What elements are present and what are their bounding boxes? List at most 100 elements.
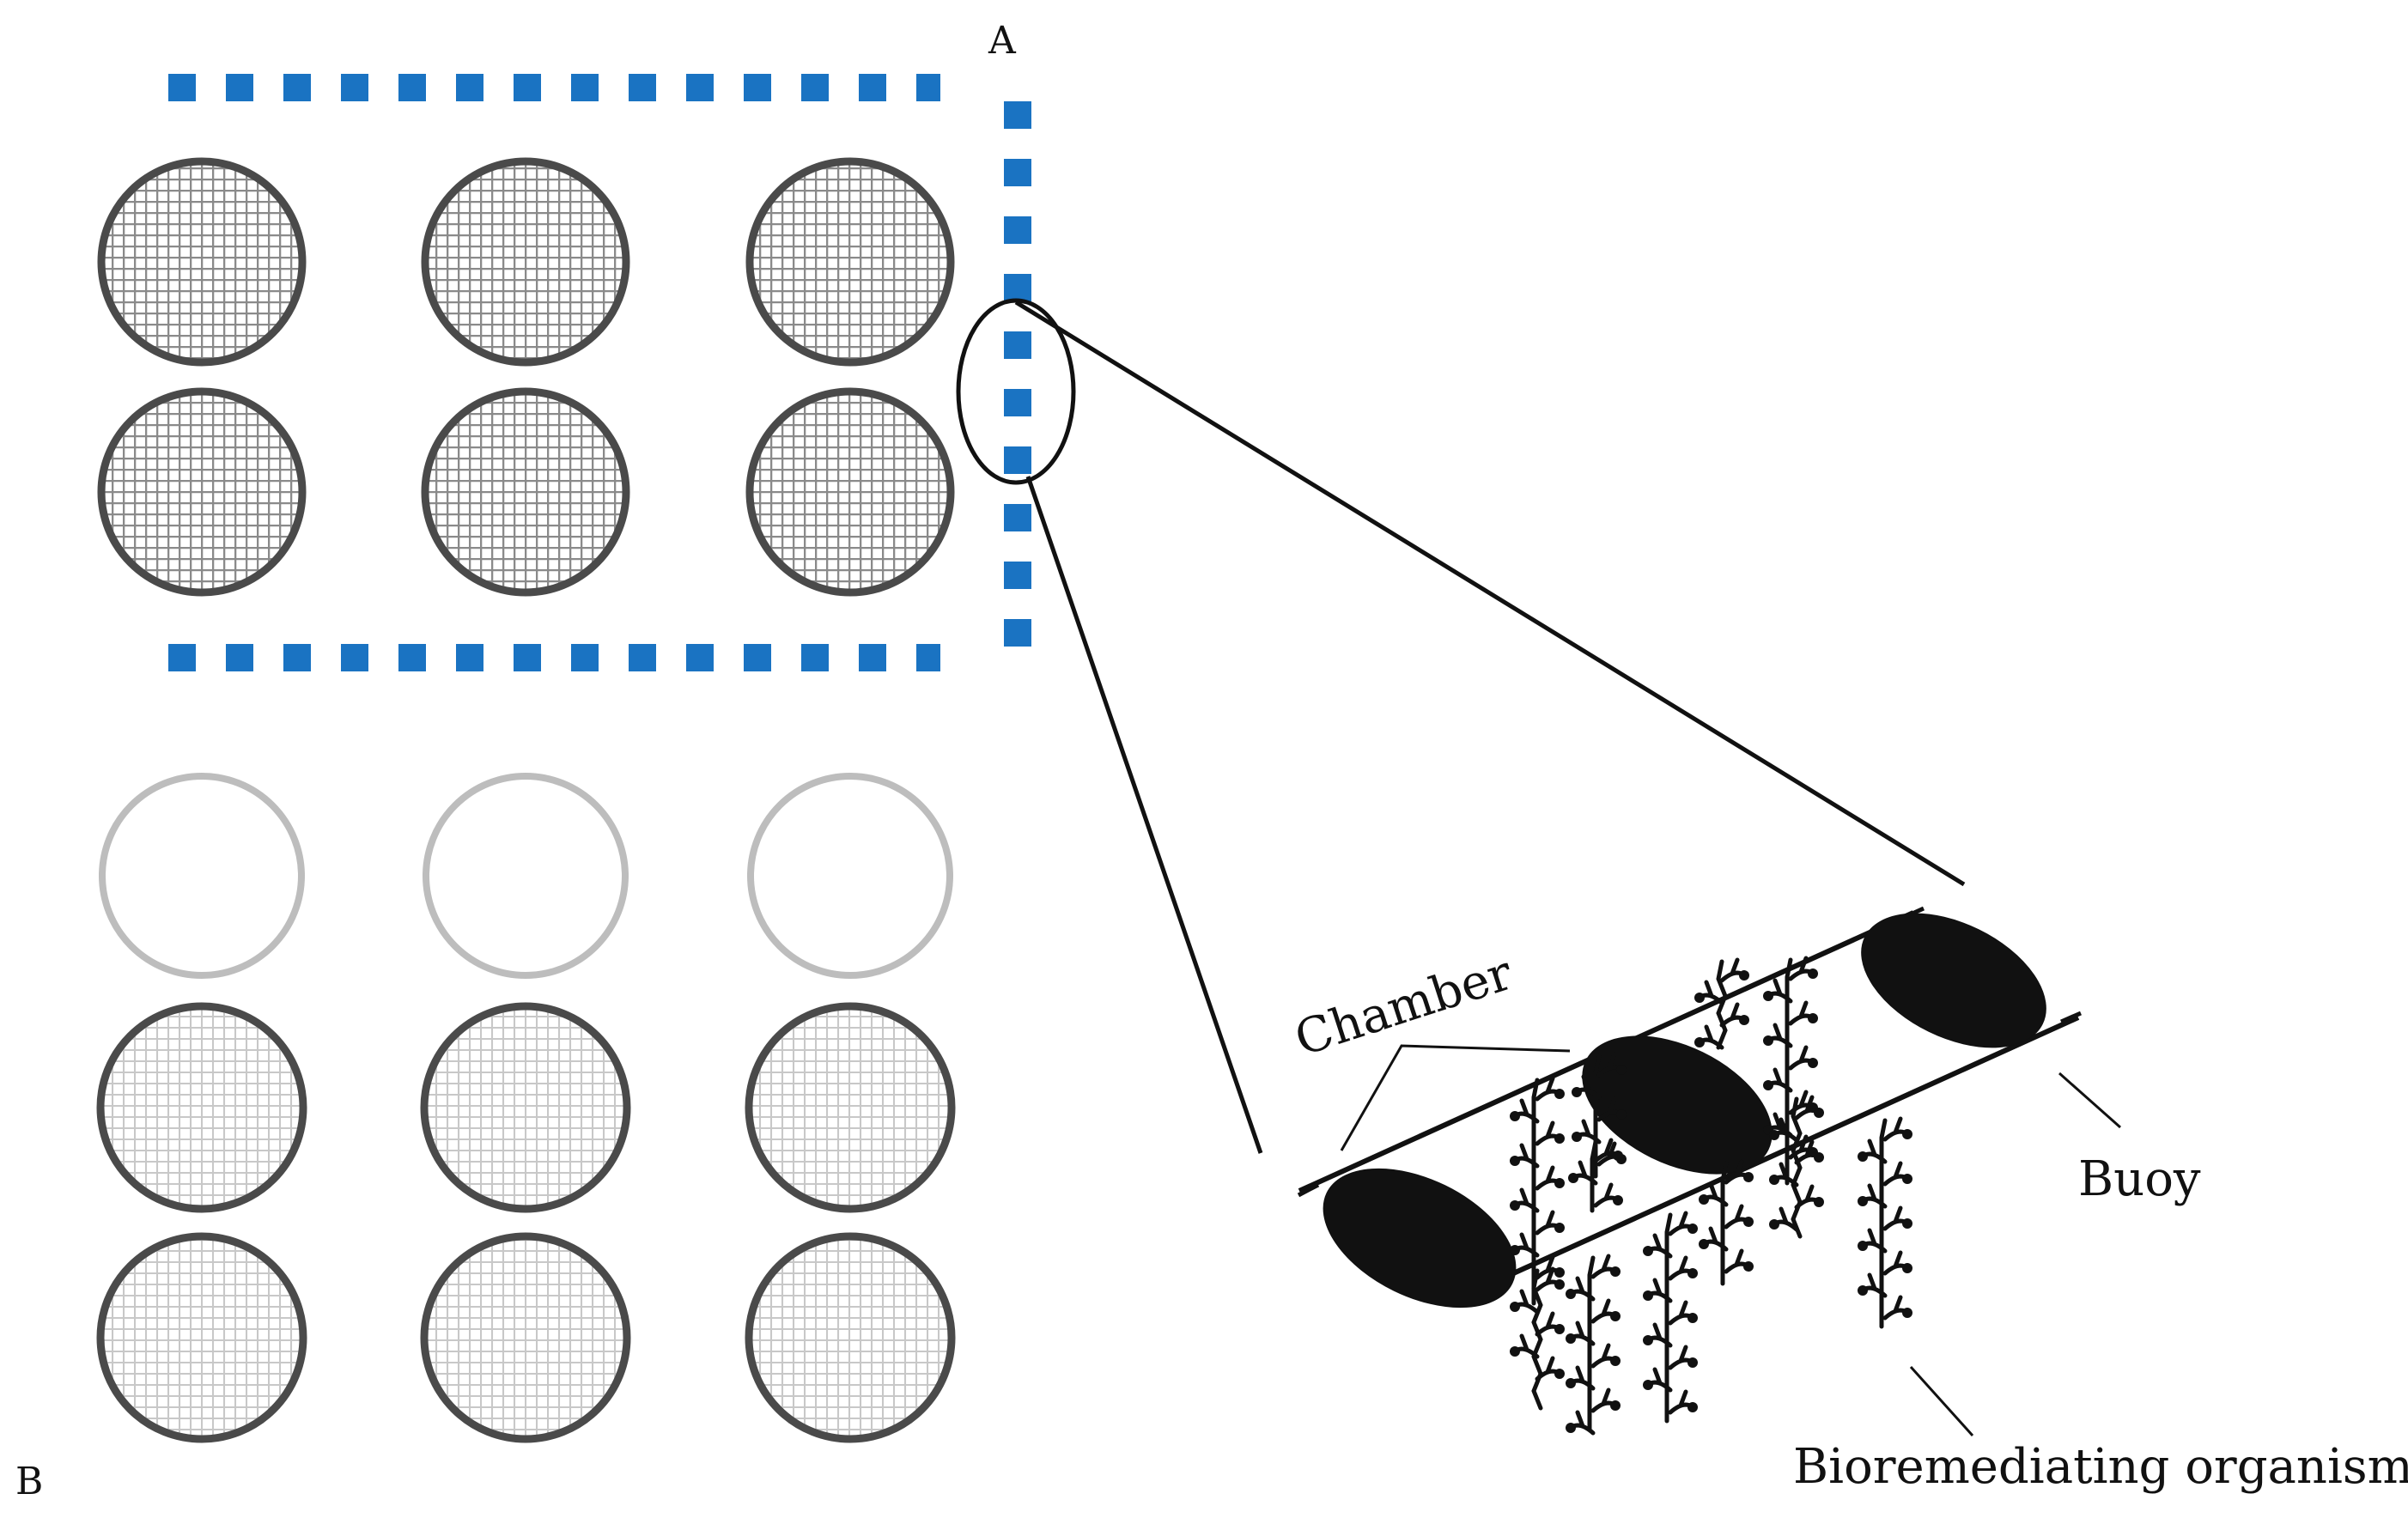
- boom-enclosure: [168, 74, 1031, 671]
- organism-bud: [1566, 1333, 1576, 1344]
- organism-bud: [1554, 1223, 1565, 1233]
- organism-bud: [1743, 1261, 1754, 1272]
- organism-bud: [1687, 1402, 1698, 1412]
- organism-stem: [1531, 1268, 1543, 1411]
- organism-bud: [1510, 1111, 1520, 1121]
- organisms-leader: [1909, 1365, 1974, 1437]
- organism-bud: [1808, 1013, 1818, 1023]
- organism-bud: [1572, 1132, 1582, 1142]
- organism-bud: [1769, 1130, 1779, 1140]
- panel-label-b: B: [15, 1460, 43, 1503]
- organism-stem: [1590, 1139, 1598, 1213]
- organism-bud: [1554, 1133, 1565, 1144]
- mesh-cage: [745, 1232, 956, 1443]
- empty-ring: [423, 773, 629, 979]
- organism-bud: [1858, 1241, 1868, 1251]
- zoom-line-upper: [1014, 300, 1966, 887]
- organism-stem: [1720, 1161, 1729, 1286]
- organism-bud: [1858, 1285, 1868, 1296]
- organism-bud: [1613, 1151, 1623, 1161]
- organism-stem: [1587, 1255, 1596, 1432]
- mesh-cage: [96, 1232, 307, 1443]
- organism-bud: [1902, 1174, 1912, 1184]
- mesh-cage: [97, 157, 307, 367]
- mesh-cage: [745, 387, 955, 597]
- organism-bud: [1566, 1289, 1576, 1299]
- organism-bud: [1687, 1268, 1698, 1278]
- organism-bud: [1616, 1109, 1627, 1120]
- organism-bud: [1510, 1156, 1520, 1166]
- organism-bud: [1743, 1217, 1754, 1227]
- mesh-cage: [420, 1232, 631, 1443]
- mesh-cage: [420, 1002, 631, 1213]
- organism-bud: [1763, 991, 1773, 1001]
- cage-grid-b: [96, 773, 956, 1443]
- organism-bud: [1610, 1266, 1621, 1277]
- organism-bud: [1554, 1178, 1565, 1188]
- organism-bud: [1858, 1151, 1868, 1162]
- organism-bud: [1739, 1015, 1749, 1025]
- organism-bud: [1743, 1172, 1754, 1182]
- organism-bud: [1610, 1311, 1621, 1321]
- organism-bud: [1510, 1245, 1520, 1255]
- zoom-ellipse: [956, 298, 1076, 485]
- organism-bud: [1858, 1196, 1868, 1206]
- organism-bud: [1643, 1380, 1653, 1390]
- panel-label-a: A: [988, 19, 1017, 63]
- organism-bud: [1763, 1080, 1773, 1090]
- boom-detail: [1297, 906, 2121, 1437]
- chamber-leader: [1340, 1044, 1571, 1151]
- empty-ring: [747, 773, 953, 979]
- organism-bud: [1808, 968, 1818, 979]
- boom-rail-bottom: [1462, 1015, 2080, 1298]
- organism-bud: [1610, 1400, 1621, 1411]
- mesh-cage: [745, 1002, 956, 1213]
- buoy: [1582, 1035, 1773, 1175]
- organism-bud: [1613, 1195, 1623, 1205]
- organism-bud: [1699, 1239, 1709, 1249]
- organism-bud: [1554, 1089, 1565, 1099]
- organism-bud: [1568, 1173, 1578, 1183]
- mesh-cage: [421, 387, 630, 597]
- organism-bud: [1902, 1308, 1912, 1318]
- organism-bud: [1902, 1218, 1912, 1229]
- organism-bud: [1687, 1313, 1698, 1323]
- organism-bud: [1694, 1037, 1705, 1047]
- organism-bud: [1902, 1129, 1912, 1139]
- buoy: [1323, 1168, 1517, 1309]
- organism-bud: [1763, 1035, 1773, 1046]
- zoom-callout: [956, 298, 1966, 1154]
- mesh-cage: [421, 157, 630, 367]
- mesh-cage: [97, 387, 307, 597]
- mesh-cage: [745, 157, 955, 367]
- organism-bud: [1510, 1302, 1520, 1312]
- organism-bud: [1814, 1108, 1824, 1118]
- cage-grid-a: [97, 157, 955, 597]
- organism-bud: [1554, 1279, 1565, 1290]
- organism-bud: [1554, 1369, 1565, 1379]
- buoy-label: Buoy: [2078, 1151, 2201, 1207]
- organism-bud: [1616, 1065, 1627, 1075]
- organism-bud: [1554, 1267, 1565, 1278]
- organism-stem: [1593, 1053, 1602, 1179]
- organism-bud: [1687, 1224, 1698, 1234]
- organism-bud: [1643, 1246, 1653, 1256]
- organism-bud: [1643, 1335, 1653, 1345]
- organisms-group: [1510, 956, 1912, 1436]
- buoy-leader: [2058, 1072, 2121, 1129]
- organism-bud: [1769, 1219, 1779, 1230]
- organism-bud: [1510, 1200, 1520, 1211]
- organism-bud: [1694, 993, 1705, 1003]
- organism-stem: [1791, 1096, 1803, 1239]
- buoy: [1861, 913, 2046, 1048]
- organism-bud: [1554, 1324, 1565, 1334]
- mesh-cage: [96, 1002, 307, 1213]
- organism-bud: [1643, 1290, 1653, 1301]
- organism-bud: [1814, 1152, 1824, 1163]
- organism-bud: [1699, 1194, 1709, 1205]
- zoom-line-lower: [1025, 476, 1263, 1154]
- organism-bud: [1566, 1378, 1576, 1388]
- organism-bud: [1769, 1175, 1779, 1185]
- organism-bud: [1814, 1197, 1824, 1207]
- organism-bud: [1510, 1346, 1520, 1357]
